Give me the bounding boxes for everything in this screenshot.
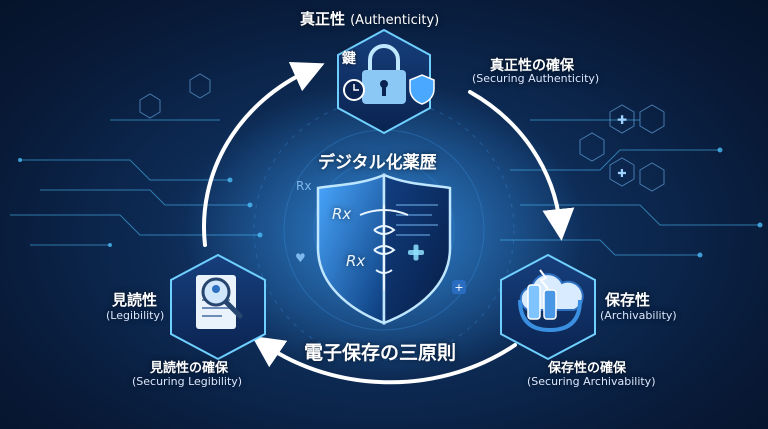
- rx-small-icon: Rx: [296, 179, 311, 193]
- padlock-icon: [362, 44, 406, 104]
- circuit-nodes: [18, 147, 763, 258]
- medical-cross-icon: ✚: [617, 113, 627, 127]
- shield-icon: [409, 74, 435, 105]
- clock-icon: [343, 79, 365, 101]
- rx-label-1: Rx: [332, 205, 352, 223]
- archivability-hexagon: [500, 253, 596, 361]
- securing-authenticity-jp: 真正性の確保: [490, 58, 574, 74]
- medical-cross-icon: [452, 280, 466, 294]
- medical-cross-icon: ✚: [617, 167, 626, 180]
- securing-archivability-jp: 保存性の確保: [548, 361, 627, 376]
- server-icon: [518, 284, 582, 333]
- authenticity-title: 真正性 (Authenticity): [300, 10, 440, 28]
- document-lines: [396, 204, 438, 236]
- securing-legibility-en: (Securing Legibility): [132, 375, 243, 388]
- key-badge: 鍵: [342, 51, 356, 67]
- decorative-hexagons: [139, 73, 665, 192]
- heart-icon: ♥: [295, 251, 306, 265]
- archivability-title: 保存性: [605, 291, 651, 309]
- arrow-authenticity-to-archivability: [468, 90, 575, 241]
- securing-authenticity-en: (Securing Authenticity): [472, 72, 600, 85]
- center-title: デジタル化薬歴: [318, 153, 437, 173]
- arrow-legibility-to-authenticity: [202, 62, 325, 247]
- securing-legibility-jp: 見読性の確保: [150, 361, 229, 376]
- medical-cross-icon: [408, 244, 424, 261]
- svg-text:+: +: [454, 281, 463, 294]
- legibility-hexagon: [170, 253, 266, 361]
- cycle-arrows: [202, 62, 575, 385]
- lightning-icon: [539, 269, 549, 290]
- authenticity-hexagon: [337, 28, 435, 135]
- securing-archivability-en: (Securing Archivability): [527, 375, 656, 388]
- central-shield: [316, 173, 452, 325]
- archivability-subtitle: (Archivability): [600, 309, 677, 322]
- caduceus-icon: [359, 205, 409, 290]
- bottom-title: 電子保存の三原則: [304, 342, 457, 364]
- arrow-archivability-to-legibility: [251, 336, 517, 385]
- legibility-subtitle: (Legibility): [106, 309, 165, 322]
- magnifier-icon: [201, 277, 243, 319]
- rx-label-2: Rx: [346, 252, 366, 270]
- legibility-title: 見読性: [112, 291, 158, 309]
